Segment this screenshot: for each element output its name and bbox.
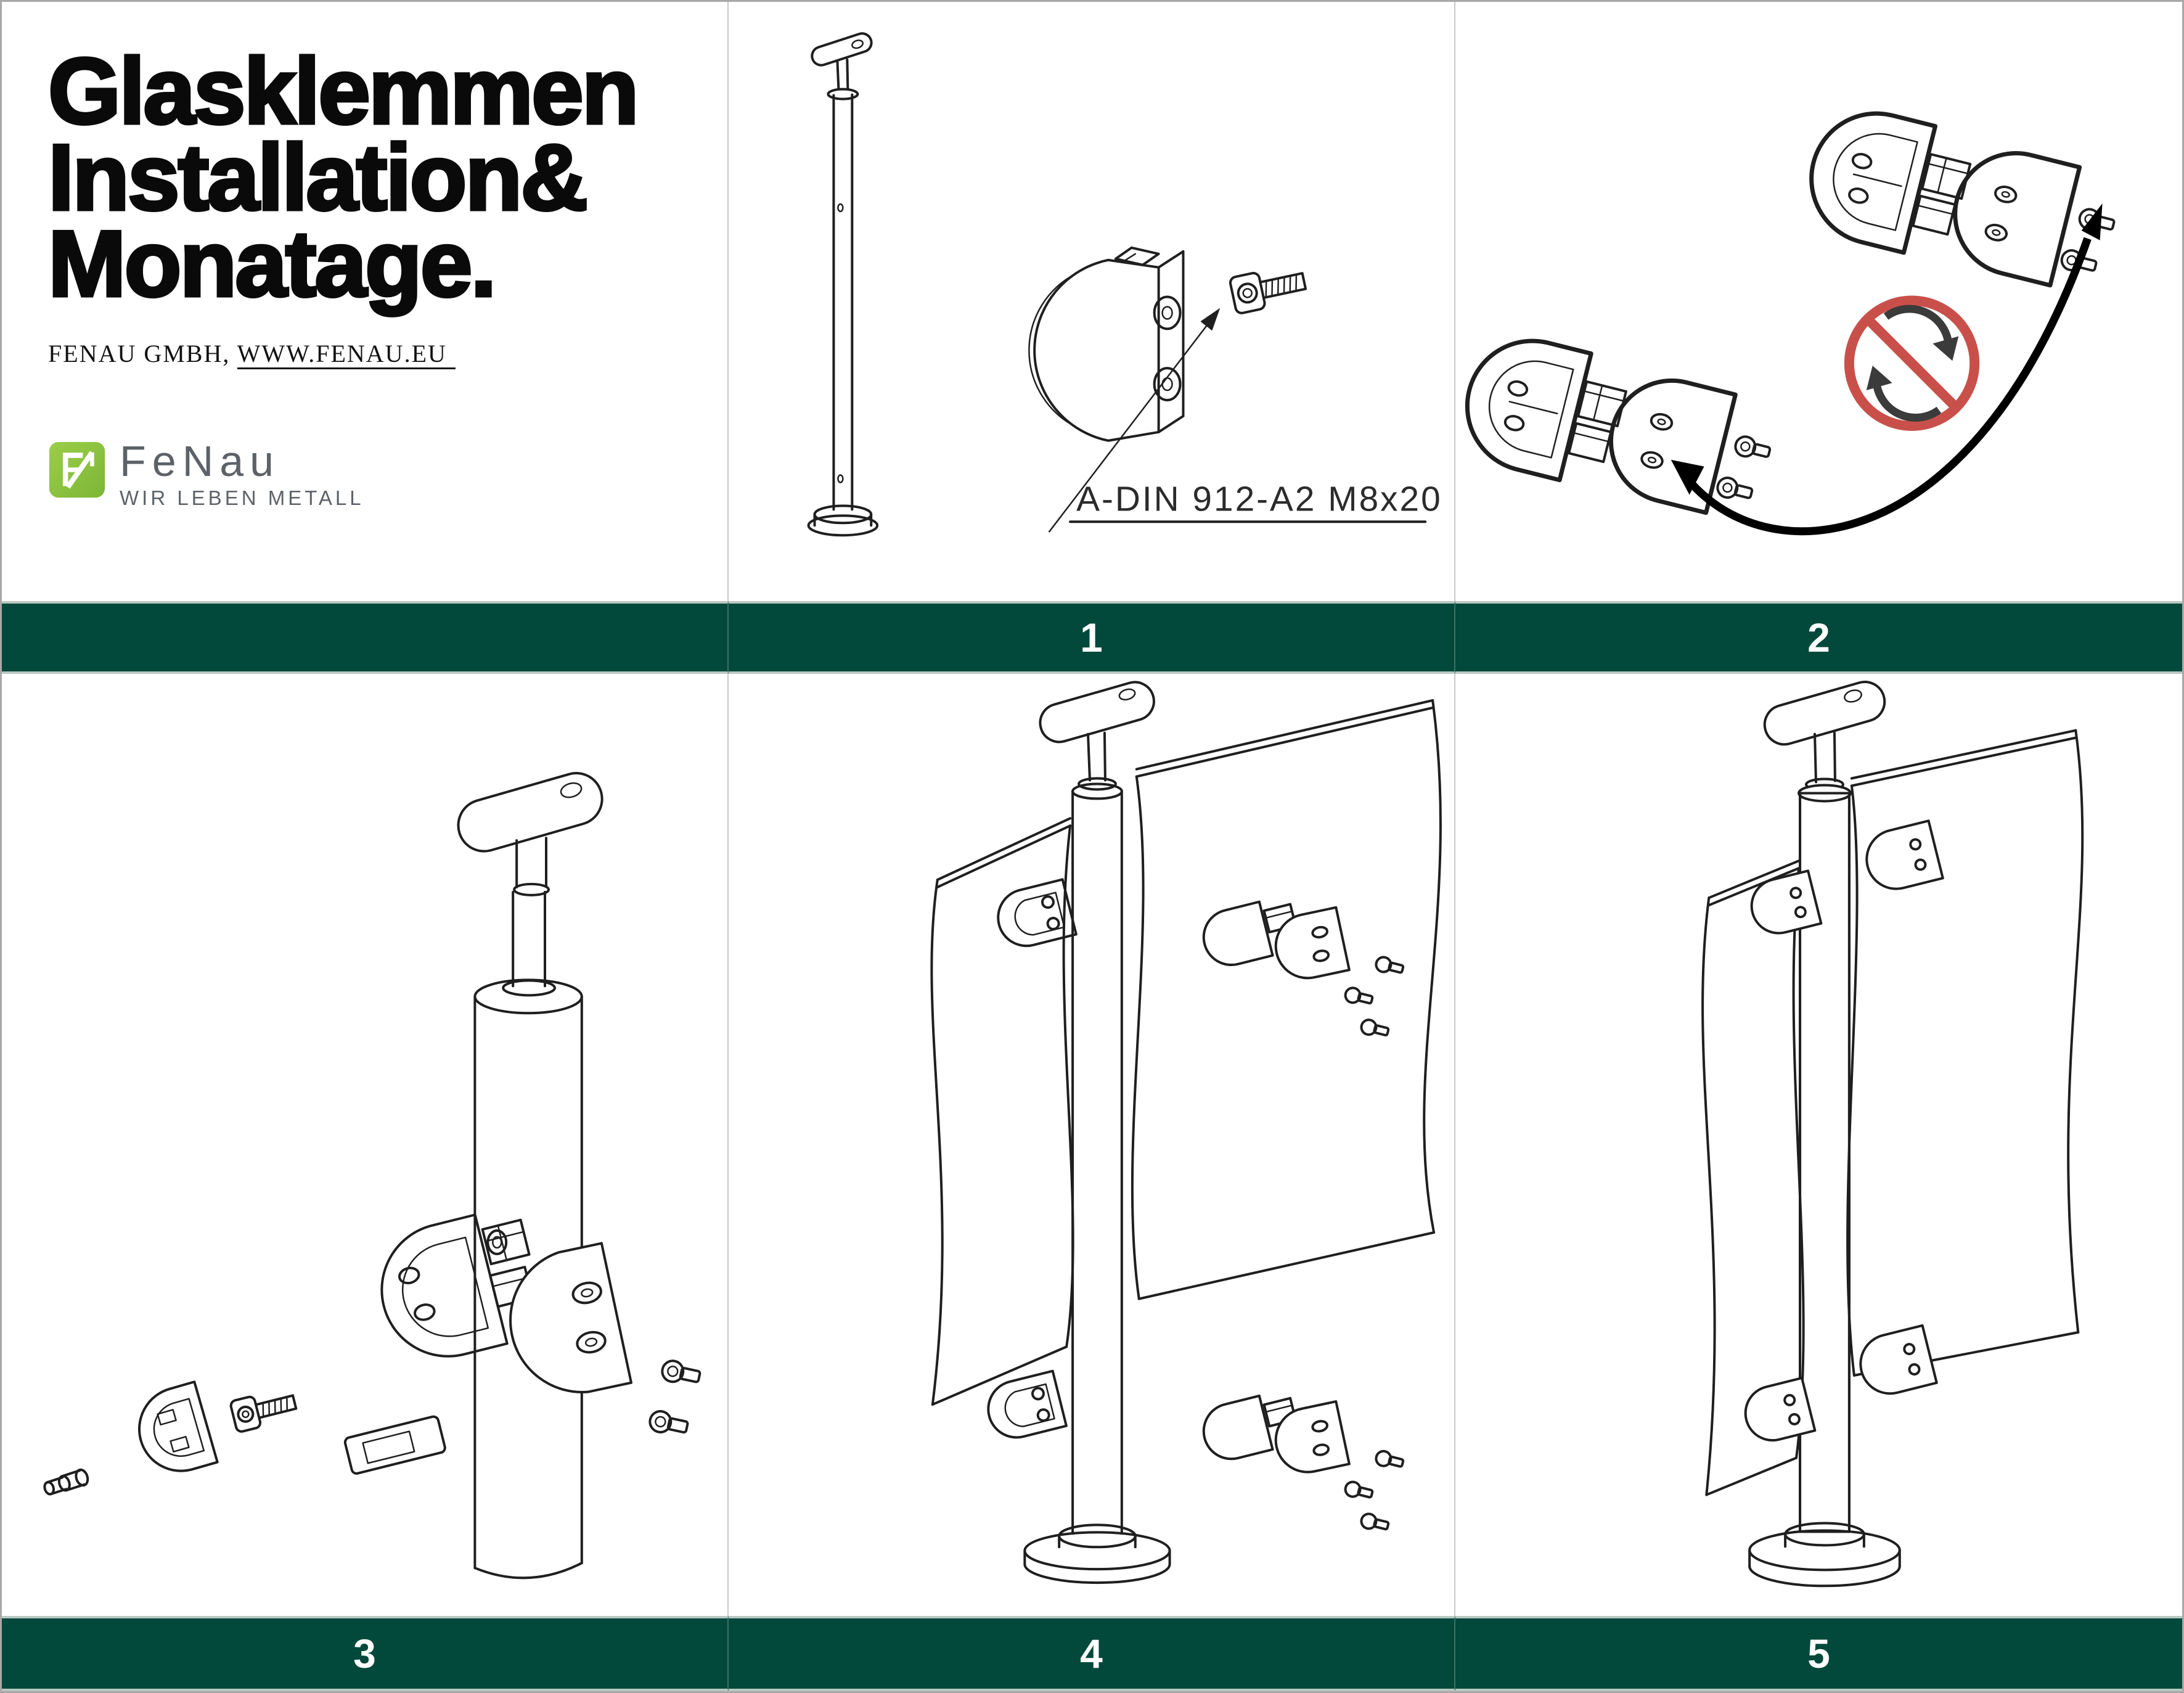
clamp-left-lower	[1744, 1377, 1817, 1442]
step-number-1: 1	[1080, 615, 1103, 660]
logo-tagline-text: WIR LEBEN METALL	[120, 486, 364, 509]
clamp-plate-drawing	[509, 1242, 632, 1393]
swap-arrow-icon	[1671, 203, 2103, 536]
screw-drawing	[229, 1394, 298, 1433]
step-bar-cell-3: 3	[2, 1616, 729, 1691]
no-rotation-icon	[1844, 295, 1980, 431]
panel-step1: A-DIN 912-A2 M8x20	[729, 2, 1455, 601]
company-subtitle: FENAU GMBH, WWW.FENAU.EU	[48, 339, 703, 369]
panel-step5	[1455, 674, 2182, 1616]
clamp-left-upper	[1750, 869, 1823, 935]
grub-pin-drawing	[43, 1468, 89, 1496]
title-line-3: Monatage.	[47, 211, 499, 316]
step-number-3: 3	[353, 1631, 376, 1676]
fenau-logo-mark-icon	[49, 441, 105, 498]
clamp-right-lower	[1859, 1324, 1938, 1395]
post-drawing	[457, 772, 603, 1580]
clamp-lower-left	[987, 1369, 1068, 1439]
panel-step2	[1455, 2, 2182, 601]
step-number-2: 2	[1807, 615, 1830, 660]
screws-lower-right	[1344, 1449, 1405, 1531]
title-line-1: Glasklemmen	[47, 39, 641, 144]
step-bar-cell-4: 4	[729, 1616, 1455, 1691]
panel-step4	[729, 674, 1455, 1616]
clamp-orientation-drawing	[1455, 2, 2182, 536]
post-glass-assembled-drawing	[1701, 681, 2084, 1588]
company-name: FENAU GMBH,	[48, 340, 237, 367]
glass-sheet-right	[1846, 729, 2084, 1377]
clamp-upper-right	[1274, 906, 1351, 980]
title-line-2: Installation&	[47, 125, 590, 230]
panel-intro: Glasklemmen Installation& Monatage. FENA…	[2, 2, 729, 601]
panel-step3	[2, 674, 729, 1616]
step-number-4: 4	[1080, 1631, 1103, 1676]
screw-spec-label: A-DIN 912-A2 M8x20	[1076, 480, 1442, 519]
mount-screw-2	[648, 1410, 689, 1434]
mount-screw-1	[661, 1359, 701, 1384]
clamp-lower-right	[1274, 1400, 1351, 1474]
screws-upper-right	[1344, 956, 1405, 1037]
step-bar-cell-1: 1	[729, 601, 1455, 674]
post-drawing	[1023, 681, 1171, 1584]
step-bar-cell-2: 2	[1455, 601, 2182, 674]
step-bar-cell-empty	[2, 601, 729, 674]
logo-brand-text: FeNau	[120, 437, 280, 485]
step-bar-cell-5: 5	[1455, 1616, 2182, 1691]
page-title: Glasklemmen Installation& Monatage.	[47, 39, 703, 316]
post-glass-exploded-drawing	[930, 681, 1442, 1584]
post-drawing	[807, 32, 879, 537]
leader-arrowhead-icon	[1200, 308, 1221, 331]
company-url-link[interactable]: WWW.FENAU.EU	[237, 340, 456, 369]
clamp-upper-left	[997, 878, 1078, 948]
screw-drawing	[1229, 272, 1307, 314]
clamp-right-upper	[1865, 819, 1944, 890]
glass-sheet-right	[1131, 699, 1442, 1300]
glass-clamp-drawing	[1028, 246, 1185, 442]
clamp-assembly-lower-left	[1455, 327, 1782, 528]
post-drawing	[1748, 681, 1901, 1588]
step-number-5: 5	[1807, 1631, 1830, 1676]
leader-line	[1048, 317, 1214, 533]
callout: A-DIN 912-A2 M8x20	[1048, 308, 1442, 533]
fenau-logo: FeNau WIR LEBEN METALL	[48, 437, 703, 510]
rubber-pad-drawing	[138, 1380, 219, 1472]
exploded-assembly-drawing	[43, 772, 701, 1580]
post-clamp-screw-drawing: A-DIN 912-A2 M8x20	[807, 32, 1442, 537]
wedge-plate-drawing	[343, 1415, 446, 1475]
